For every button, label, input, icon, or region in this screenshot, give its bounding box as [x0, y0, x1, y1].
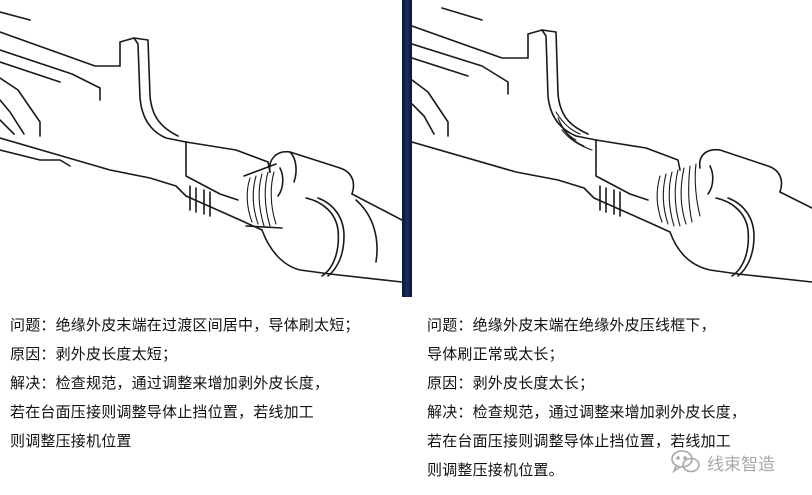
watermark-text: 线束智造: [707, 454, 775, 475]
caption-right-solution-cont-2: 则调整压接机位置。: [427, 461, 564, 479]
caption-right-cause: 原因：剥外皮长度太长；: [427, 374, 595, 392]
caption-left-solution-cont-1: 若在台面压接则调整导体止挡位置，若线加工: [10, 403, 315, 421]
caption-left-solution-cont-2: 则调整压接机位置: [10, 432, 132, 450]
caption-right-problem-cont: 导体刷正常或太长；: [427, 345, 564, 363]
terminal-drawing-brush-too-long: [412, 0, 812, 297]
caption-right-solution-cont-1: 若在台面压接则调整导体止挡位置，若线加工: [427, 432, 732, 450]
caption-right-solution: 解决：检查规范，通过调整来增加剥外皮长度，: [427, 403, 747, 421]
watermark: 线束智造: [670, 446, 775, 478]
terminal-drawing-brush-too-short: [0, 0, 402, 297]
caption-right-problem: 问题：绝缘外皮末端在绝缘外皮压线框下，: [427, 316, 716, 334]
caption-left-solution: 解决：检查规范，通过调整来增加剥外皮长度，: [10, 374, 330, 392]
caption-right: 问题：绝缘外皮末端在绝缘外皮压线框下， 导体刷正常或太长； 原因：剥外皮长度太长…: [427, 311, 807, 485]
caption-left: 问题：绝缘外皮末端在过渡区间居中，导体刷太短； 原因：剥外皮长度太短； 解决：检…: [10, 311, 405, 456]
caption-left-problem: 问题：绝缘外皮末端在过渡区间居中，导体刷太短；: [10, 316, 360, 334]
caption-left-cause: 原因：剥外皮长度太短；: [10, 345, 178, 363]
wechat-icon: [671, 450, 700, 474]
figure-divider: [402, 0, 412, 297]
